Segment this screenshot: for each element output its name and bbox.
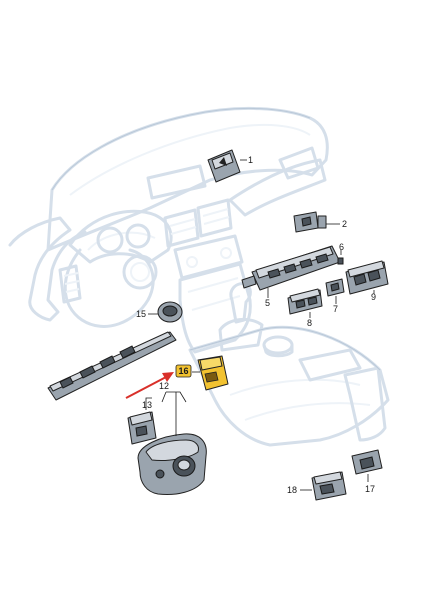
callout-7: 7 [333,304,338,314]
part-12-light-switch [137,433,207,495]
callout-12: 12 [159,381,169,391]
part-15-knob [148,301,183,323]
callout-8: 8 [307,318,312,328]
callout-13: 13 [142,400,152,410]
callout-15: 15 [136,309,146,319]
callout-6: 6 [339,242,344,252]
part-2-switch [293,211,340,233]
red-pointer-arrow [125,372,174,399]
part-8-switch-module [287,288,323,318]
part-trim-strip [47,331,177,401]
callout-5: 5 [265,298,270,308]
part-5-switch-strip [241,245,341,298]
callout-1: 1 [248,155,253,165]
part-17-switch [351,449,383,482]
part-7-button [325,278,345,304]
callout-18: 18 [287,485,297,495]
part-9-switch-module [345,260,389,295]
part-6-pin [337,250,344,265]
callout-16: 16 [179,366,189,376]
callout-9: 9 [371,292,376,302]
callout-16-badge: 16 [175,364,192,378]
callout-2: 2 [342,219,347,229]
part-16-highlighted-switch [192,355,229,391]
callout-17: 17 [365,484,375,494]
part-13-switch-housing [127,411,157,445]
bracket-leaders-12-13 [145,391,187,436]
part-1-hazard-switch [207,149,247,183]
part-18-switch [300,471,347,501]
